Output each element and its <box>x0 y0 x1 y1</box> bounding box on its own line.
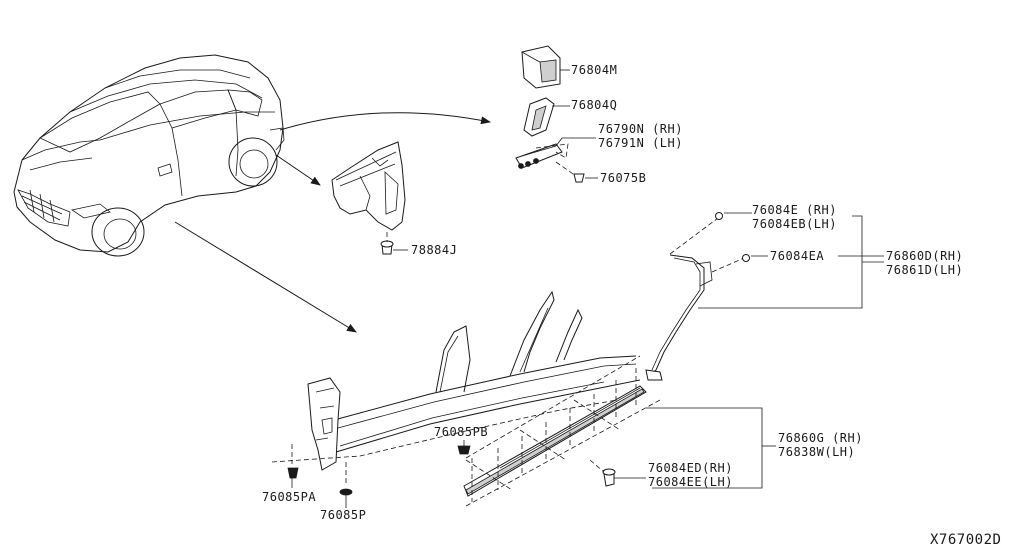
label-76084ea: 76084EA <box>770 249 824 263</box>
clip-icon <box>380 240 394 255</box>
label-76804q: 76804Q <box>571 98 617 112</box>
label-76075b: 76075B <box>600 171 646 185</box>
label-76084ed: 76084ED(RH) <box>648 461 733 475</box>
diagram-code: X767002D <box>930 532 1001 548</box>
label-76085p: 76085P <box>320 508 366 522</box>
part-76804m <box>521 45 570 89</box>
clip-icon <box>457 445 471 455</box>
label-76791n: 76791N (LH) <box>598 136 683 150</box>
part-76804q <box>523 97 570 137</box>
label-76861d: 76861D(LH) <box>886 263 963 277</box>
clip-icon <box>715 212 750 262</box>
label-76790n: 76790N (RH) <box>598 122 683 136</box>
wheel-arch-molding <box>645 212 884 381</box>
label-76084ee: 76084EE(LH) <box>648 475 733 489</box>
label-76084e: 76084E (RH) <box>752 203 837 217</box>
label-76860g: 76860G (RH) <box>778 431 863 445</box>
label-76085pb: 76085PB <box>434 425 488 439</box>
rear-quarter-panel <box>331 141 408 255</box>
body-side-sill <box>271 290 641 508</box>
callout-arrows <box>174 112 491 333</box>
vehicle-illustration <box>13 54 285 257</box>
label-76085pa: 76085PA <box>262 490 316 504</box>
label-76838w: 76838W(LH) <box>778 445 855 459</box>
label-76860d: 76860D(RH) <box>886 249 963 263</box>
label-78884j: 78884J <box>411 243 457 257</box>
label-76804m: 76804M <box>571 63 617 77</box>
part-76790n <box>515 137 598 183</box>
label-76084eb: 76084EB(LH) <box>752 217 837 231</box>
clip-icon <box>287 467 353 496</box>
clip-icon <box>573 173 585 183</box>
clip-icon <box>602 468 616 487</box>
sill-molding <box>457 355 776 507</box>
